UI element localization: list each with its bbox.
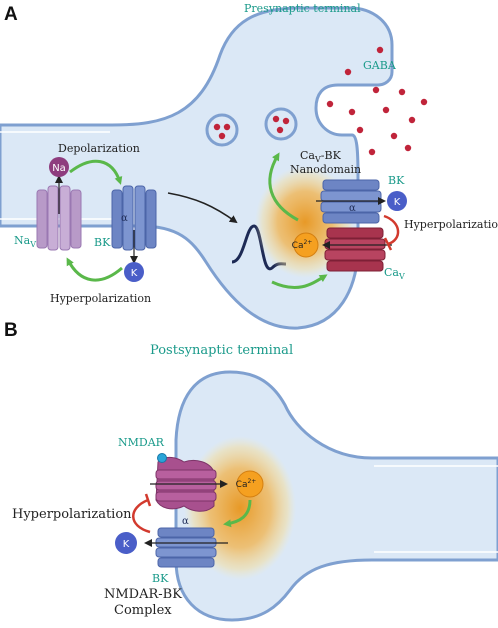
svg-text:Na: Na: [52, 163, 66, 174]
alpha-label-b: α: [182, 516, 189, 527]
complex-label-line1: NMDAR-BK: [104, 587, 182, 602]
svg-text:α: α: [349, 203, 356, 214]
postsynaptic-label: Postsynaptic terminal: [150, 343, 293, 358]
panel-a: A Presynaptic terminal GABA: [0, 2, 498, 330]
nanodomain-label-line1: CaV-BK: [300, 149, 342, 164]
svg-text:K: K: [394, 197, 401, 208]
k-ion-left: K: [124, 262, 144, 282]
k-ion-right: K: [387, 191, 407, 211]
cav-channel: [324, 227, 386, 272]
cav-label: CaV: [384, 266, 405, 281]
svg-text:K: K: [131, 268, 138, 279]
bk-channel-left: α: [111, 185, 157, 251]
bk-channel-b: [155, 527, 217, 568]
ca-ion-a: Ca2+: [292, 232, 319, 258]
nav-label: NaV: [14, 234, 36, 249]
release-arrow: [268, 152, 299, 222]
presynaptic-label: Presynaptic terminal: [244, 2, 361, 15]
panel-b: B Postsynaptic terminal NMDAR Ca2+ α: [4, 320, 498, 622]
depolarization-label: Depolarization: [58, 142, 140, 155]
hyperpolarization-label-left: Hyperpolarization: [50, 292, 151, 305]
complex-label-line2: Complex: [114, 603, 172, 618]
inhibition-bar-b: [144, 493, 152, 507]
ligand-dot: [157, 453, 167, 463]
na-channel: [36, 185, 82, 251]
propagation-arrow: [167, 192, 238, 224]
na-ion: Na: [49, 157, 69, 177]
ca-ion-b: Ca2+: [236, 470, 264, 498]
inhibition-arc-a: [383, 214, 400, 246]
bk-label-b: BK: [152, 572, 169, 585]
hyperpolarization-arrow-left: [66, 257, 123, 282]
bk-label-left: BK: [94, 236, 111, 249]
ca-to-bk-arrow: [223, 499, 252, 528]
inhibition-arc-b: [132, 498, 151, 534]
nanodomain-label-line2: Nanodomain: [290, 163, 361, 176]
vesicle-right: [264, 107, 298, 141]
nmdar-label: NMDAR: [118, 436, 165, 449]
depolarization-arrow: [69, 159, 123, 185]
svg-text:α: α: [121, 213, 128, 224]
svg-text:K: K: [123, 539, 130, 550]
gaba-label: GABA: [363, 59, 397, 72]
ca-entry-arrow: [271, 274, 328, 289]
bk-channel-right: α: [320, 179, 382, 224]
panel-b-letter: B: [4, 320, 18, 341]
vesicle-left: [205, 113, 239, 147]
svg-text:Ca2+: Ca2+: [292, 239, 313, 251]
hyperpolarization-label-right: Hyperpolarization: [404, 218, 498, 231]
inhibition-bar-a: [383, 237, 393, 251]
panel-a-letter: A: [4, 4, 18, 25]
bk-label-right: BK: [388, 174, 405, 187]
svg-text:Ca2+: Ca2+: [236, 478, 257, 490]
gaba-dots: [326, 46, 428, 156]
k-ion-b: K: [115, 532, 137, 554]
hyperpolarization-label-b: Hyperpolarization: [12, 507, 132, 522]
